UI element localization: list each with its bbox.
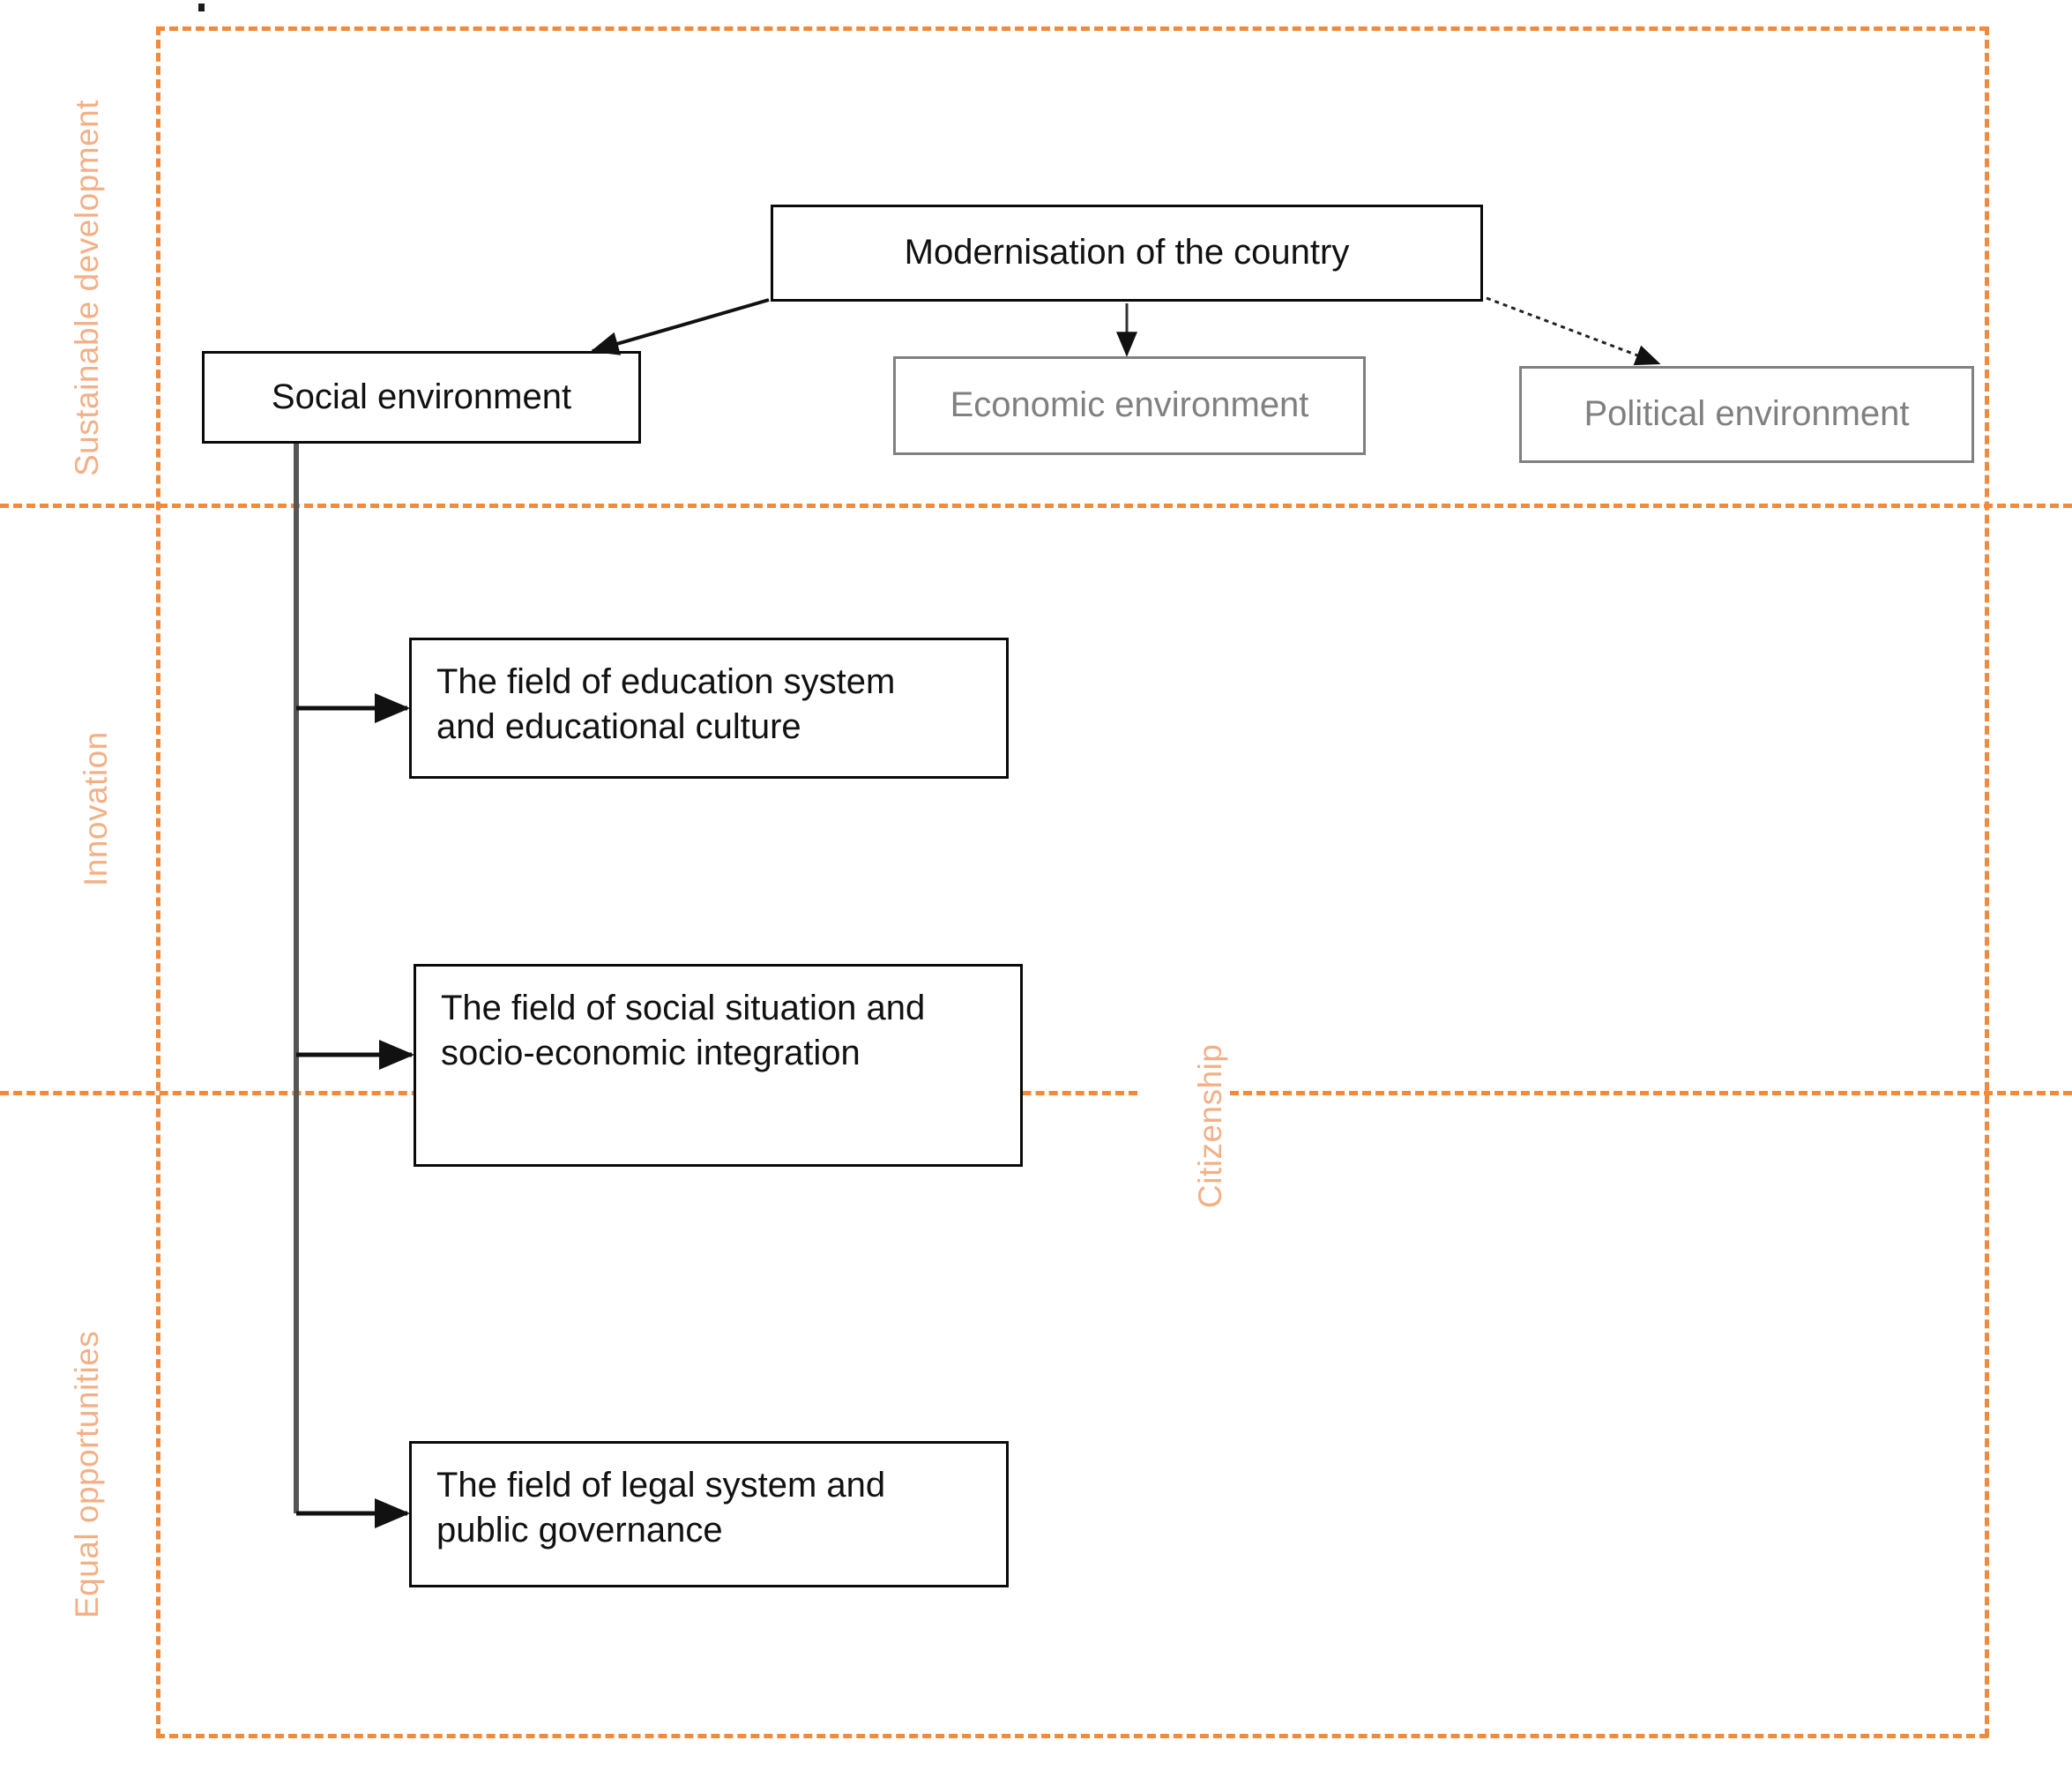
band-label-equal-opportunities: Equal opportunities (69, 1330, 105, 1618)
node-economic-environment-label: Economic environment (950, 385, 1309, 425)
frame-bottom-horizontal-line (156, 1734, 1988, 1738)
node-political-environment-label: Political environment (1584, 394, 1910, 434)
node-field-legal-line1: The field of legal system and (436, 1466, 886, 1505)
node-field-education[interactable]: The field of education system and educat… (409, 638, 1009, 779)
band-label-sustainable-development: Sustainable development (69, 99, 105, 476)
frame-left-vertical-line (156, 26, 160, 1737)
node-modernisation-label: Modernisation of the country (904, 233, 1350, 273)
node-field-legal-line2: public governance (436, 1511, 723, 1550)
node-social-environment-label: Social environment (271, 377, 572, 416)
node-field-legal[interactable]: The field of legal system and public gov… (409, 1441, 1009, 1587)
node-field-legal-label: The field of legal system and public gov… (436, 1463, 885, 1553)
node-field-social-label: The field of social situation and socio-… (441, 986, 925, 1076)
frame-top-horizontal-line (156, 26, 1988, 31)
node-modernisation-of-the-country[interactable]: Modernisation of the country (771, 205, 1483, 302)
node-economic-environment[interactable]: Economic environment (893, 356, 1366, 455)
band-divider-innovation-equal-right (1230, 1091, 2072, 1095)
stray-dot (198, 4, 205, 11)
band-divider-sustainable-innovation (0, 504, 2072, 508)
edge-modernisation-to-political-environment (1486, 296, 1661, 366)
node-field-social[interactable]: The field of social situation and socio-… (414, 964, 1023, 1167)
node-political-environment[interactable]: Political environment (1519, 366, 1974, 463)
node-field-education-line1: The field of education system (436, 662, 896, 701)
node-field-social-line1: The field of social situation and (441, 989, 926, 1027)
node-field-education-label: The field of education system and educat… (436, 660, 895, 750)
node-social-environment[interactable]: Social environment (202, 351, 641, 444)
frame-right-vertical-line (1985, 26, 1989, 1737)
node-field-social-line2: socio-economic integration (441, 1034, 861, 1073)
node-field-education-line2: and educational culture (436, 707, 801, 747)
edge-modernisation-to-social-environment (590, 298, 770, 355)
band-label-citizenship: Citizenship (1192, 1043, 1228, 1208)
band-label-innovation: Innovation (78, 731, 114, 886)
